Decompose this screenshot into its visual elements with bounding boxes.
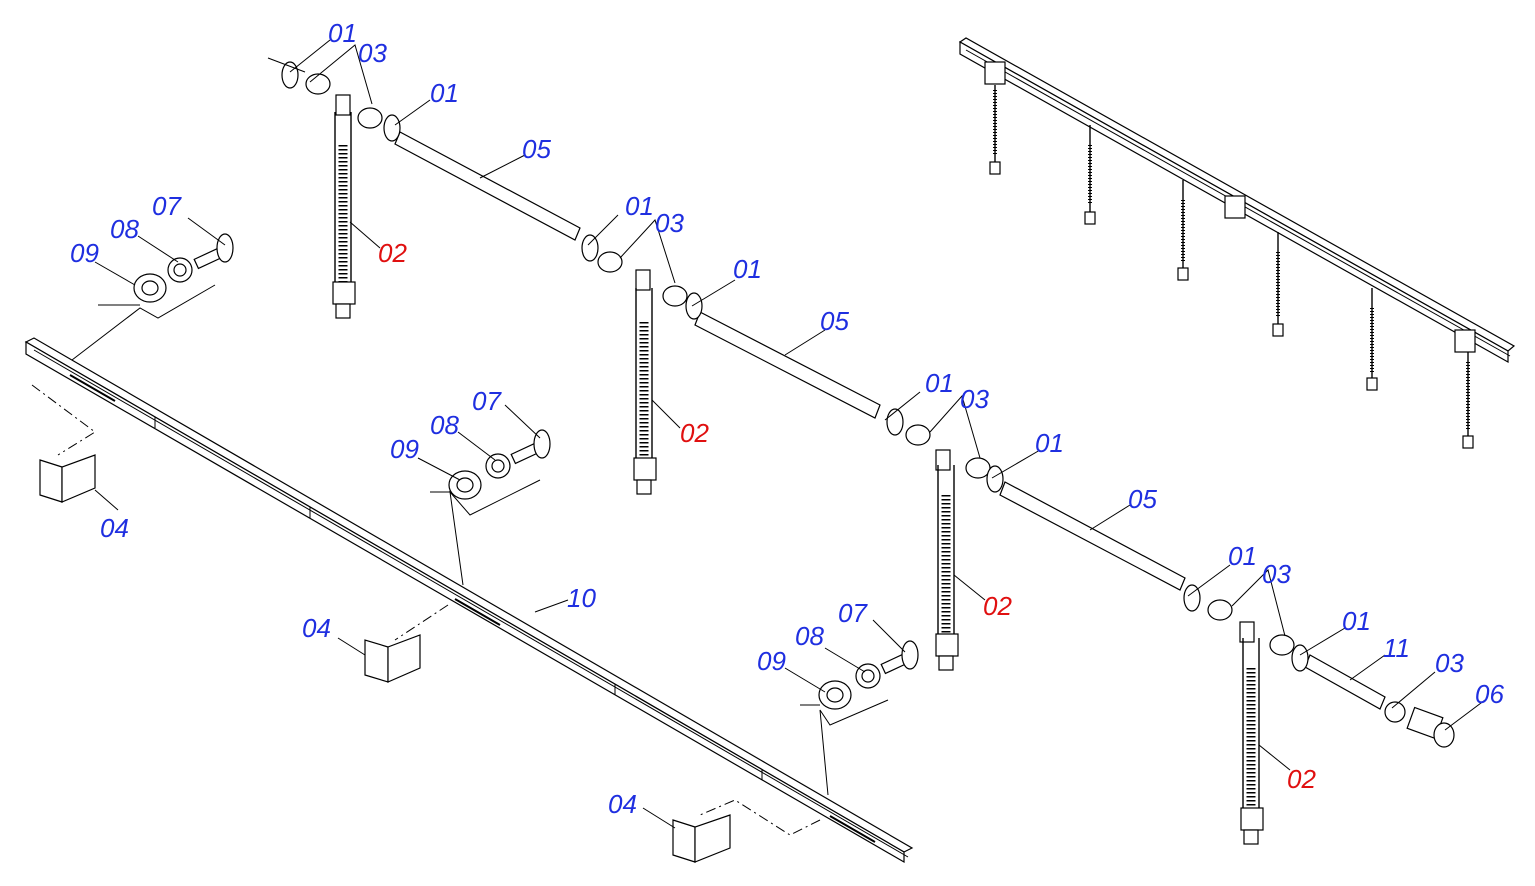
callout: 04: [100, 513, 129, 543]
brackets-04: [31, 384, 821, 863]
callout: 08: [430, 410, 459, 440]
callout: 07: [472, 386, 502, 416]
callout: 01: [1035, 428, 1064, 458]
callout: 07: [838, 598, 868, 628]
callout: 07: [152, 191, 182, 221]
callout: 01: [1228, 541, 1257, 571]
callout: 04: [302, 613, 331, 643]
bolt-sets: [71, 233, 919, 796]
callout: 02: [1287, 764, 1316, 794]
callout: 04: [608, 789, 637, 819]
callout-labels: 01 03 01 05 02 07 08 09 01 03 01 05 02 0…: [70, 18, 1504, 819]
callout: 03: [960, 384, 989, 414]
callout: 03: [655, 208, 684, 238]
callout: 03: [358, 38, 387, 68]
callout: 08: [110, 214, 139, 244]
rail-10: [24, 337, 914, 864]
callout: 03: [1262, 559, 1291, 589]
callout: 09: [390, 434, 419, 464]
callout: 01: [733, 254, 762, 284]
assembled-boom-overview: [958, 37, 1516, 449]
callout: 02: [680, 418, 709, 448]
callout: 02: [378, 238, 407, 268]
spray-pipe-assembly: [94, 39, 1486, 845]
callout: 08: [795, 621, 824, 651]
callout: 01: [1342, 606, 1371, 636]
callout: 03: [1435, 648, 1464, 678]
callout: 02: [983, 591, 1012, 621]
callout: 05: [522, 134, 551, 164]
callout: 09: [70, 238, 99, 268]
callout: 01: [328, 18, 357, 48]
callout: 05: [820, 306, 849, 336]
callout: 10: [567, 583, 596, 613]
callout: 11: [1383, 633, 1410, 663]
callout: 01: [625, 191, 654, 221]
callout: 06: [1475, 679, 1504, 709]
callout: 05: [1128, 484, 1157, 514]
callout: 01: [925, 368, 954, 398]
callout: 01: [430, 78, 459, 108]
callout: 09: [757, 646, 786, 676]
